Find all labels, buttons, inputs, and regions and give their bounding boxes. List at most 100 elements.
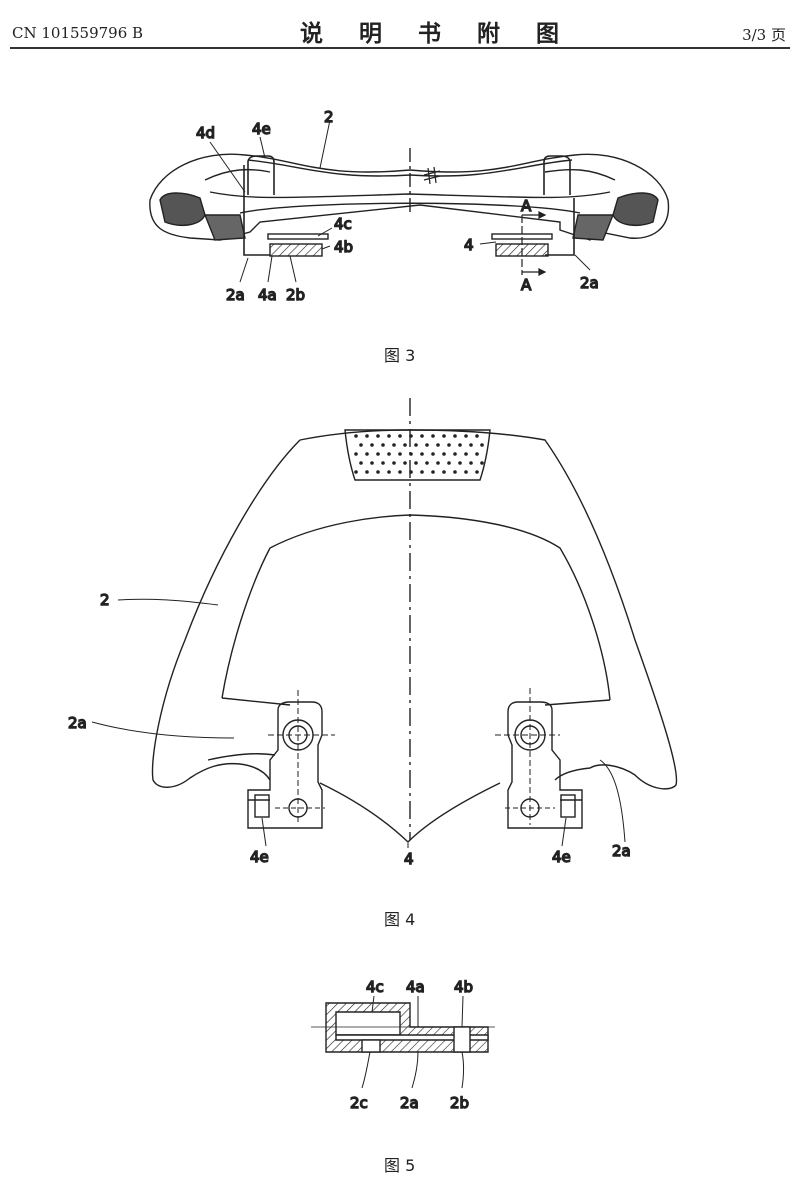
perforation-dot bbox=[425, 443, 429, 447]
figure-4-drawing: 2 2a 4e 4 4e 2a bbox=[67, 398, 678, 869]
perforation-dot bbox=[469, 443, 473, 447]
perforation-dot bbox=[392, 443, 396, 447]
fig3-label-2: 2 bbox=[324, 108, 334, 126]
fig4-outer-contour bbox=[151, 429, 678, 790]
fig4-bottom-v bbox=[319, 782, 501, 843]
figure-3-drawing: 4d 4e 2 4c 4b 2a 4a 2b A A 4 2a bbox=[149, 107, 670, 305]
fig3-leaders bbox=[209, 119, 591, 283]
perforation-dot bbox=[442, 434, 446, 438]
document-title: 说 明 书 附 图 bbox=[300, 21, 574, 47]
perforation-dot bbox=[403, 443, 407, 447]
perforation-dot bbox=[458, 443, 462, 447]
fig4-label-4e-left: 4e bbox=[250, 848, 269, 866]
perforation-dot bbox=[420, 452, 424, 456]
publication-number: CN 101559796 B bbox=[12, 24, 144, 42]
fig4-perforations bbox=[354, 434, 484, 474]
fig5-cavity bbox=[335, 1011, 401, 1036]
perforation-dot bbox=[381, 443, 385, 447]
fig3-left-pad bbox=[159, 192, 206, 227]
fig3-label-4e: 4e bbox=[252, 120, 271, 138]
perforation-dot bbox=[436, 443, 440, 447]
perforation-dot bbox=[431, 434, 435, 438]
fig3-label-4b: 4b bbox=[334, 238, 353, 256]
fig3-mesh-mark bbox=[423, 166, 441, 185]
perforation-dot bbox=[464, 470, 468, 474]
perforation-dot bbox=[431, 452, 435, 456]
header-rule bbox=[10, 47, 790, 49]
fig3-label-2a-right: 2a bbox=[580, 274, 599, 292]
perforation-dot bbox=[387, 434, 391, 438]
fig4-crossbar bbox=[207, 697, 611, 761]
fig3-label-4: 4 bbox=[464, 236, 474, 254]
perforation-dot bbox=[442, 452, 446, 456]
figure-5-caption: 图 5 bbox=[384, 1156, 416, 1175]
perforation-dot bbox=[453, 452, 457, 456]
perforation-dot bbox=[458, 461, 462, 465]
fig5-hole-2b bbox=[453, 1026, 471, 1053]
fig3-right-lower-pad bbox=[572, 214, 615, 241]
perforation-dot bbox=[442, 470, 446, 474]
figure-5-drawing: 4c 4a 4b 2c 2a 2b bbox=[311, 977, 495, 1113]
perforation-dot bbox=[480, 443, 484, 447]
perforation-dot bbox=[431, 470, 435, 474]
fig3-left-block-4b bbox=[269, 243, 323, 257]
fig5-notch bbox=[335, 1034, 489, 1041]
perforation-dot bbox=[436, 461, 440, 465]
fig5-label-4b: 4b bbox=[454, 978, 473, 996]
fig3-label-4d: 4d bbox=[196, 124, 215, 142]
fig3-section-marker bbox=[521, 211, 547, 276]
perforation-dot bbox=[480, 461, 484, 465]
fig3-label-4a: 4a bbox=[258, 286, 277, 304]
fig5-hole-2c bbox=[361, 1039, 381, 1053]
figure-3-caption: 图 3 bbox=[384, 346, 416, 365]
fig4-perforated-pad bbox=[344, 429, 491, 481]
perforation-dot bbox=[425, 461, 429, 465]
perforation-dot bbox=[420, 470, 424, 474]
fig3-label-2b: 2b bbox=[286, 286, 305, 304]
fig3-right-pad bbox=[612, 192, 659, 227]
fig4-leaders bbox=[91, 598, 626, 848]
perforation-dot bbox=[354, 470, 358, 474]
fig3-label-2a-left: 2a bbox=[226, 286, 245, 304]
fig4-label-2a-right: 2a bbox=[612, 842, 631, 860]
fig5-leaders bbox=[361, 995, 464, 1089]
perforation-dot bbox=[475, 434, 479, 438]
fig5-label-2c: 2c bbox=[350, 1094, 368, 1112]
perforation-dot bbox=[381, 461, 385, 465]
perforation-dot bbox=[469, 461, 473, 465]
fig3-inner-contour bbox=[204, 168, 616, 181]
fig3-left-lower-pad bbox=[203, 214, 246, 241]
fig3-label-a-top: A bbox=[521, 197, 532, 215]
perforation-dot bbox=[453, 470, 457, 474]
perforation-dot bbox=[464, 434, 468, 438]
perforation-dot bbox=[414, 443, 418, 447]
fig5-label-4c: 4c bbox=[366, 978, 384, 996]
page-number: 3/3 页 bbox=[742, 26, 786, 44]
fig4-label-2: 2 bbox=[100, 591, 110, 609]
page-header: CN 101559796 B 说 明 书 附 图 3/3 页 bbox=[0, 0, 800, 49]
perforation-dot bbox=[447, 443, 451, 447]
fig3-outer-shell bbox=[149, 153, 670, 241]
perforation-dot bbox=[376, 452, 380, 456]
fig5-label-2b: 2b bbox=[450, 1094, 469, 1112]
perforation-dot bbox=[464, 452, 468, 456]
figure-4-caption: 图 4 bbox=[384, 910, 416, 929]
perforation-dot bbox=[420, 434, 424, 438]
perforation-dot bbox=[453, 434, 457, 438]
perforation-dot bbox=[414, 461, 418, 465]
perforation-dot bbox=[376, 470, 380, 474]
perforation-dot bbox=[359, 443, 363, 447]
fig3-label-4c: 4c bbox=[334, 215, 352, 233]
perforation-dot bbox=[359, 461, 363, 465]
perforation-dot bbox=[387, 470, 391, 474]
perforation-dot bbox=[354, 434, 358, 438]
fig4-right-bracket bbox=[495, 688, 583, 829]
perforation-dot bbox=[398, 470, 402, 474]
fig4-label-4e-right: 4e bbox=[552, 848, 571, 866]
perforation-dot bbox=[370, 461, 374, 465]
perforation-dot bbox=[475, 452, 479, 456]
fig5-label-2a: 2a bbox=[400, 1094, 419, 1112]
perforation-dot bbox=[365, 470, 369, 474]
fig4-inner-contour bbox=[221, 514, 611, 701]
